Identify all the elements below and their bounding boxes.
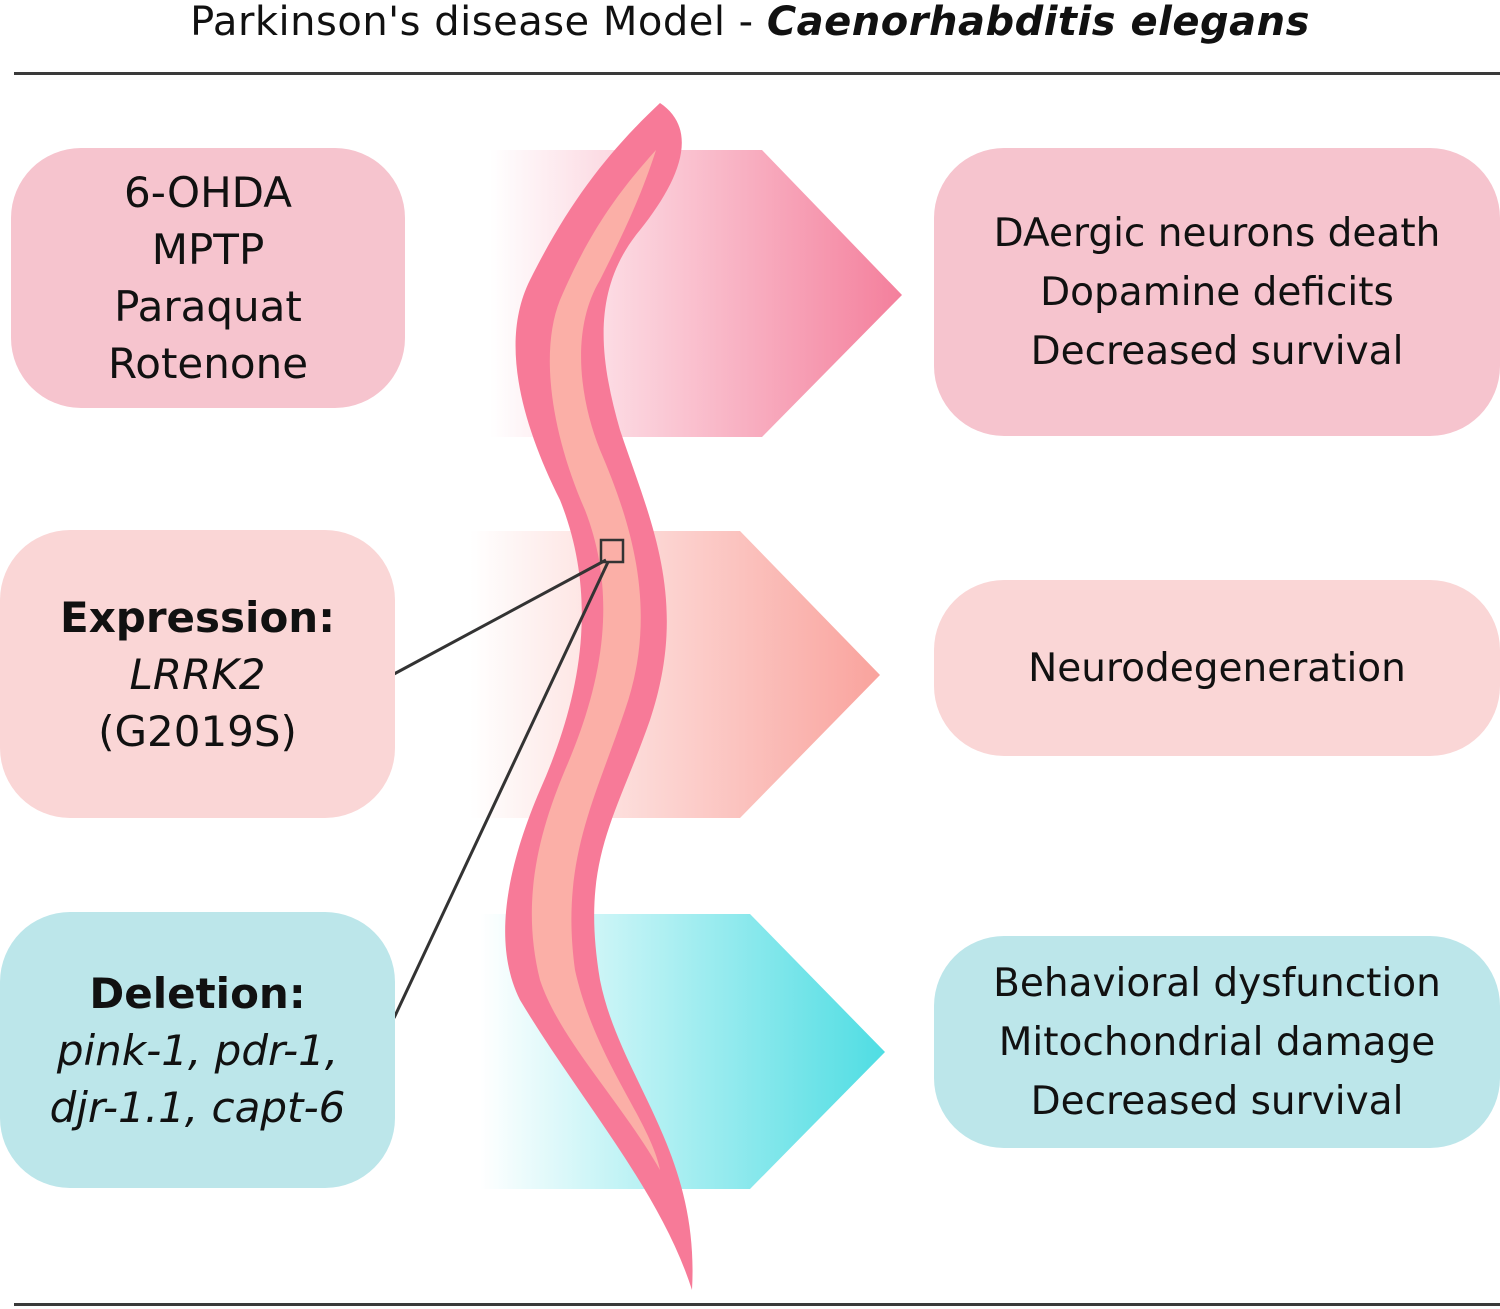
outcome-mitochondrial-damage: Mitochondrial damage xyxy=(998,1019,1436,1065)
toxin-rotenone: Rotenone xyxy=(107,339,309,388)
worm-body-inner xyxy=(531,150,660,1170)
deletion-box: Deletion: pink-1, pdr-1, djr-1.1, capt-6 xyxy=(0,912,395,1188)
outcome-dopamine-deficits: Dopamine deficits xyxy=(1040,269,1394,315)
expression-outcome-box: Neurodegeneration xyxy=(934,580,1500,756)
toxins-outcome-box: DAergic neurons death Dopamine deficits … xyxy=(934,148,1500,436)
expression-box: Expression: LRRK2 (G2019S) xyxy=(0,530,395,818)
top-rule xyxy=(14,72,1500,75)
deletion-genes-line2: djr-1.1, capt-6 xyxy=(49,1082,346,1132)
title-main: Parkinson's disease Model - xyxy=(190,0,767,45)
expression-gene: LRRK2 xyxy=(129,649,266,699)
arrow-expression xyxy=(470,531,880,818)
toxin-6ohda: 6-OHDA xyxy=(123,168,293,217)
outcome-daergic-death: DAergic neurons death xyxy=(993,210,1441,256)
expression-heading: Expression: xyxy=(60,592,335,642)
leader-line-deletion xyxy=(392,561,610,1019)
toxin-mptp: MPTP xyxy=(151,225,265,274)
leader-line-expression xyxy=(393,558,607,676)
deletion-genes-line1: pink-1, pdr-1, xyxy=(56,1025,339,1075)
outcome-neurodegeneration: Neurodegeneration xyxy=(1028,645,1406,691)
deletion-heading: Deletion: xyxy=(89,968,306,1018)
focus-square-marker xyxy=(599,538,625,564)
bottom-rule xyxy=(14,1303,1500,1306)
toxin-paraquat: Paraquat xyxy=(114,282,302,331)
outcome-decreased-survival-2: Decreased survival xyxy=(1030,1078,1404,1124)
outcome-decreased-survival: Decreased survival xyxy=(1030,328,1404,374)
toxins-box: 6-OHDA MPTP Paraquat Rotenone xyxy=(11,148,405,408)
deletion-outcome-box: Behavioral dysfunction Mitochondrial dam… xyxy=(934,936,1500,1148)
expression-variant: (G2019S) xyxy=(98,706,297,756)
outcome-behavioral-dysfunction: Behavioral dysfunction xyxy=(993,960,1441,1006)
title-species: Caenorhabditis elegans xyxy=(766,0,1310,45)
figure-title: Parkinson's disease Model - Caenorhabdit… xyxy=(0,0,1500,48)
